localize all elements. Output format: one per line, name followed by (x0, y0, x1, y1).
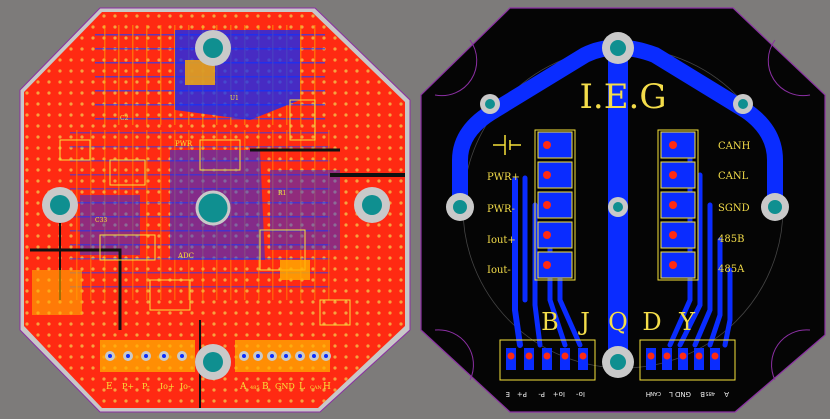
svg-text:E: E (506, 390, 510, 398)
svg-text:Iout-: Iout- (487, 265, 511, 276)
svg-text:L: L (299, 382, 305, 392)
svg-text:Io+: Io+ (553, 390, 565, 398)
svg-text:CAN: CAN (650, 390, 661, 396)
label-pwr: PWR (175, 140, 193, 148)
mounting-holes (42, 30, 390, 380)
svg-text:J: J (577, 308, 590, 336)
svg-text:P+: P+ (122, 382, 134, 391)
left-pin-labels: PWR+ PWR- Iout+ Iout- (487, 172, 520, 276)
label-c33: C33 (95, 217, 107, 224)
left-bottom-labels: E P+ P- Io+ Io- A 485 B GND L CAN H (106, 382, 331, 392)
svg-text:SGND: SGND (718, 203, 750, 214)
svg-text:B: B (262, 382, 269, 392)
svg-text:E: E (106, 382, 113, 392)
large-letters: B J Q D Y (541, 308, 696, 336)
svg-text:P+: P+ (517, 390, 527, 398)
svg-text:Y: Y (678, 308, 696, 336)
right-pin-labels: CANH CANL SGND 485B 485A (718, 141, 751, 275)
svg-text:Q: Q (608, 308, 628, 336)
svg-text:485: 485 (250, 385, 260, 391)
svg-text:485: 485 (705, 390, 715, 396)
svg-text:Io-: Io- (180, 382, 191, 391)
board-title: I.E.G (579, 77, 666, 117)
svg-text:CAN: CAN (310, 385, 322, 391)
svg-text:H: H (323, 382, 331, 392)
mounting-holes-back (446, 32, 789, 378)
label-adc: ADC (177, 252, 194, 260)
svg-text:B: B (700, 390, 705, 398)
right-terminal-block (657, 129, 699, 281)
pcb-board-back: I.E.G PWR+ PWR- Iout+ Iout- CANH CANL SG… (415, 0, 830, 419)
svg-text:A: A (239, 382, 247, 392)
left-terminal-block (534, 129, 576, 281)
svg-text:CANL: CANL (718, 171, 749, 182)
svg-text:Iout+: Iout+ (487, 235, 516, 246)
svg-text:485B: 485B (718, 234, 744, 245)
label-u1: U1 (230, 95, 239, 102)
svg-text:Io+: Io+ (160, 382, 175, 391)
label-c2: C2 (120, 115, 129, 122)
label-r1: R1 (278, 190, 286, 197)
svg-text:P-: P- (538, 390, 545, 398)
svg-text:A: A (724, 390, 729, 398)
svg-text:485A: 485A (718, 264, 745, 275)
header-labels-right: H CAN L GND B 485 A (646, 390, 729, 398)
battery-icon (493, 135, 521, 155)
svg-text:CANH: CANH (718, 141, 751, 152)
pcb-board-front: ADC PWR C33 R1 C2 U1 E P+ P- Io+ Io- A 4… (19, 7, 411, 413)
bottom-header (499, 339, 736, 381)
svg-text:B: B (541, 308, 559, 336)
svg-text:H: H (646, 390, 651, 398)
header-labels-left: E P+ P- Io+ Io- (506, 390, 585, 398)
crystal-pad (195, 190, 231, 226)
svg-text:PWR-: PWR- (487, 204, 515, 215)
svg-text:L: L (669, 390, 673, 398)
svg-text:GND: GND (675, 390, 691, 398)
svg-text:GND: GND (275, 382, 295, 391)
svg-text:Io-: Io- (576, 390, 585, 398)
svg-text:PWR+: PWR+ (487, 172, 520, 183)
svg-text:D: D (642, 308, 661, 336)
svg-text:P-: P- (142, 382, 150, 391)
